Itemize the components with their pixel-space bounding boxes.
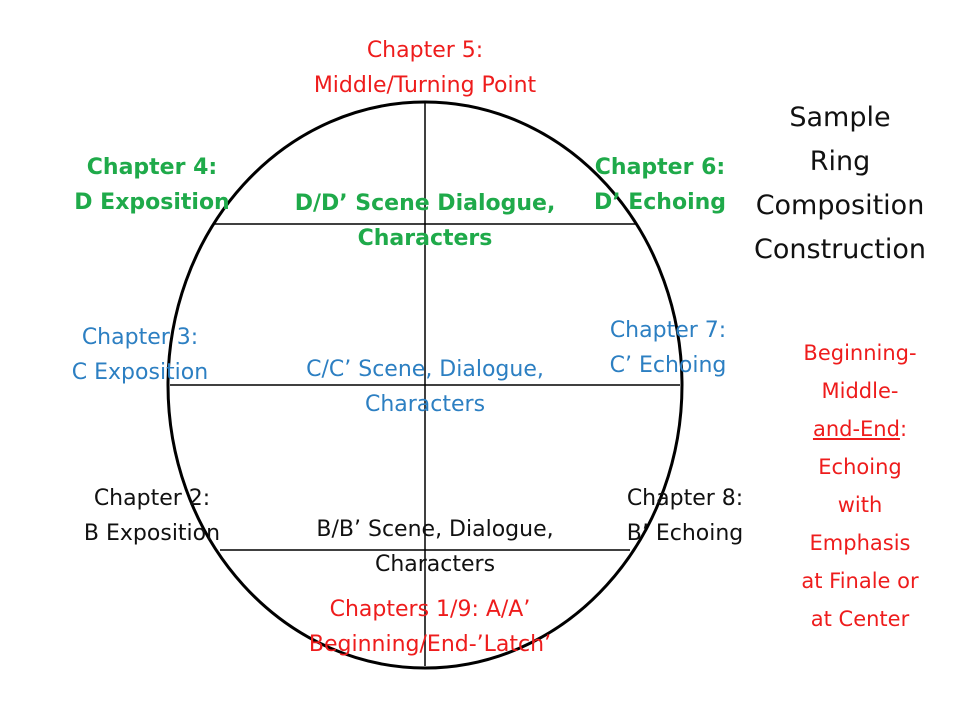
emphasis-note: Beginning- Middle- and-End: Echoing with…	[775, 334, 945, 638]
scene-d-label: D/D’ Scene Dialogue, Characters	[260, 186, 590, 256]
chapter-8-subtitle: B’ Echoing	[626, 521, 744, 546]
note-line-5: with	[837, 493, 883, 517]
chapter-8-title: Chapter 8:	[626, 486, 744, 511]
scene-d-title: D/D’ Scene Dialogue,	[294, 191, 556, 216]
chapter-7-title: Chapter 7:	[609, 318, 727, 343]
title-line-1: Sample	[789, 102, 891, 133]
chapter-5-title: Chapter 5:	[366, 38, 484, 63]
chapter-1-9-subtitle: Beginning/End-’Latch’	[308, 632, 552, 657]
note-line-2: Middle-	[821, 379, 899, 403]
chapter-3-title: Chapter 3:	[81, 325, 199, 350]
chapter-3-subtitle: C Exposition	[71, 360, 209, 385]
ring-ellipse	[166, 100, 684, 670]
note-line-7: at Finale or	[801, 569, 919, 593]
title-line-2: Ring	[809, 146, 871, 177]
scene-b-label: B/B’ Scene, Dialogue, Characters	[265, 512, 605, 582]
scene-d-subtitle: Characters	[357, 226, 493, 251]
chapter-5-label: Chapter 5: Middle/Turning Point	[250, 33, 600, 103]
chapter-1-9-title: Chapters 1/9: A/A’	[329, 597, 531, 622]
title-line-4: Construction	[754, 234, 926, 265]
chapter-5-subtitle: Middle/Turning Point	[313, 73, 537, 98]
scene-b-title: B/B’ Scene, Dialogue,	[316, 517, 554, 542]
chapter-2-label: Chapter 2: B Exposition	[52, 481, 252, 551]
note-line-3: and-End:	[775, 410, 945, 448]
note-line-4: Echoing	[818, 455, 902, 479]
chapter-2-title: Chapter 2:	[93, 486, 211, 511]
chapter-4-label: Chapter 4: D Exposition	[52, 150, 252, 220]
chapter-2-subtitle: B Exposition	[83, 521, 221, 546]
chapter-7-subtitle: C’ Echoing	[609, 353, 727, 378]
note-colon: :	[899, 417, 908, 441]
note-line-6: Emphasis	[809, 531, 911, 555]
note-line-1: Beginning-	[803, 341, 917, 365]
scene-c-title: C/C’ Scene, Dialogue,	[306, 357, 544, 382]
chapter-3-label: Chapter 3: C Exposition	[40, 320, 240, 390]
note-line-8: at Center	[810, 607, 910, 631]
chapter-6-label: Chapter 6: D’ Echoing	[560, 150, 760, 220]
chapter-8-label: Chapter 8: B’ Echoing	[585, 481, 785, 551]
chapter-7-label: Chapter 7: C’ Echoing	[568, 313, 768, 383]
chapter-1-9-label: Chapters 1/9: A/A’ Beginning/End-’Latch’	[255, 592, 605, 662]
scene-c-label: C/C’ Scene, Dialogue, Characters	[255, 352, 595, 422]
scene-b-subtitle: Characters	[374, 552, 496, 577]
note-underlined-text: and-End	[812, 417, 900, 441]
diagram-title: Sample Ring Composition Construction	[740, 96, 940, 272]
chapter-4-subtitle: D Exposition	[74, 190, 230, 215]
chapter-4-title: Chapter 4:	[86, 155, 218, 180]
title-line-3: Composition	[755, 190, 925, 221]
chapter-6-title: Chapter 6:	[594, 155, 726, 180]
scene-c-subtitle: Characters	[364, 392, 486, 417]
chapter-6-subtitle: D’ Echoing	[593, 190, 727, 215]
